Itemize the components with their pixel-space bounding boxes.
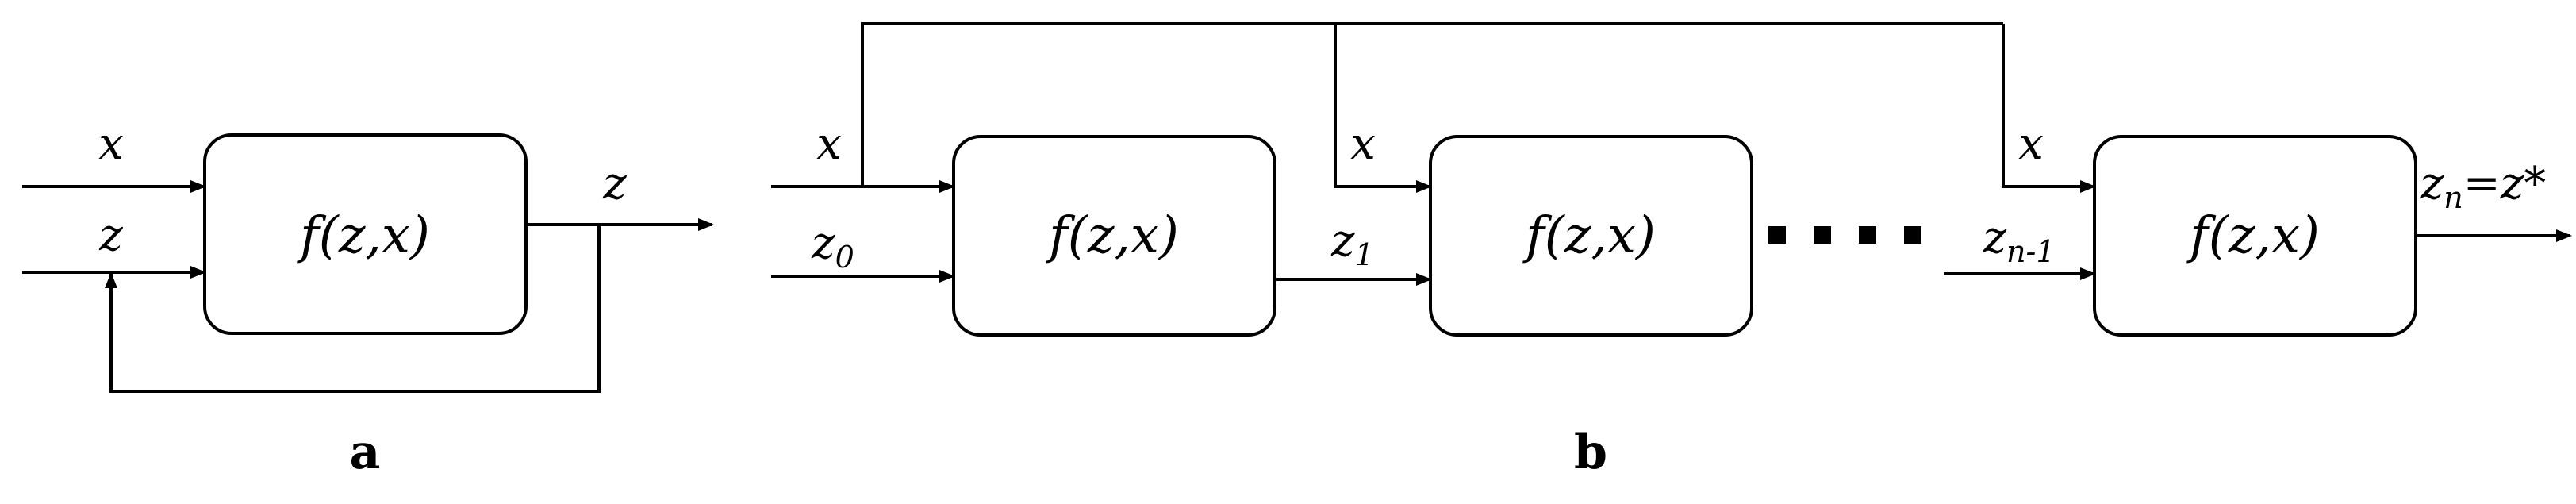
function-label-a: f(z,x) xyxy=(297,206,430,265)
input-z-label-a: z xyxy=(98,210,123,261)
z1-label: z1 xyxy=(1330,215,1374,272)
x-bus-top xyxy=(861,22,2003,187)
input-x-label-a: x xyxy=(98,118,124,170)
function-box-b2 xyxy=(1429,135,1753,337)
panel-a: f(z,x) x z z a xyxy=(22,118,714,480)
output-label-b: zn=z* xyxy=(2420,158,2546,215)
ellipsis-dots xyxy=(1768,226,1921,244)
z0-label: z0 xyxy=(811,217,854,275)
function-label-b2: f(z,x) xyxy=(1522,206,1656,265)
panel-label-a: a xyxy=(350,425,381,480)
panel-b: f(z,x) f(z,x) f(z,x) x x x z0 z1 zn-1 xyxy=(771,22,2572,480)
x-branch-to-box3 xyxy=(2002,24,2096,193)
panel-label-b: b xyxy=(1574,425,1607,480)
x-label-box2: x xyxy=(1350,118,1376,170)
function-box-b1 xyxy=(952,135,1276,337)
x-label-box3: x xyxy=(2018,118,2044,170)
zn-1-label: zn-1 xyxy=(1982,212,2055,269)
function-label-b3: f(z,x) xyxy=(2186,206,2320,265)
function-label-b1: f(z,x) xyxy=(1046,206,1179,265)
function-box-a xyxy=(203,133,528,335)
x-branch-to-box2 xyxy=(1334,24,1432,193)
output-z-label-a: z xyxy=(602,158,627,210)
feedback-loop-a xyxy=(105,225,601,393)
input-x-label-b: x xyxy=(816,118,842,170)
